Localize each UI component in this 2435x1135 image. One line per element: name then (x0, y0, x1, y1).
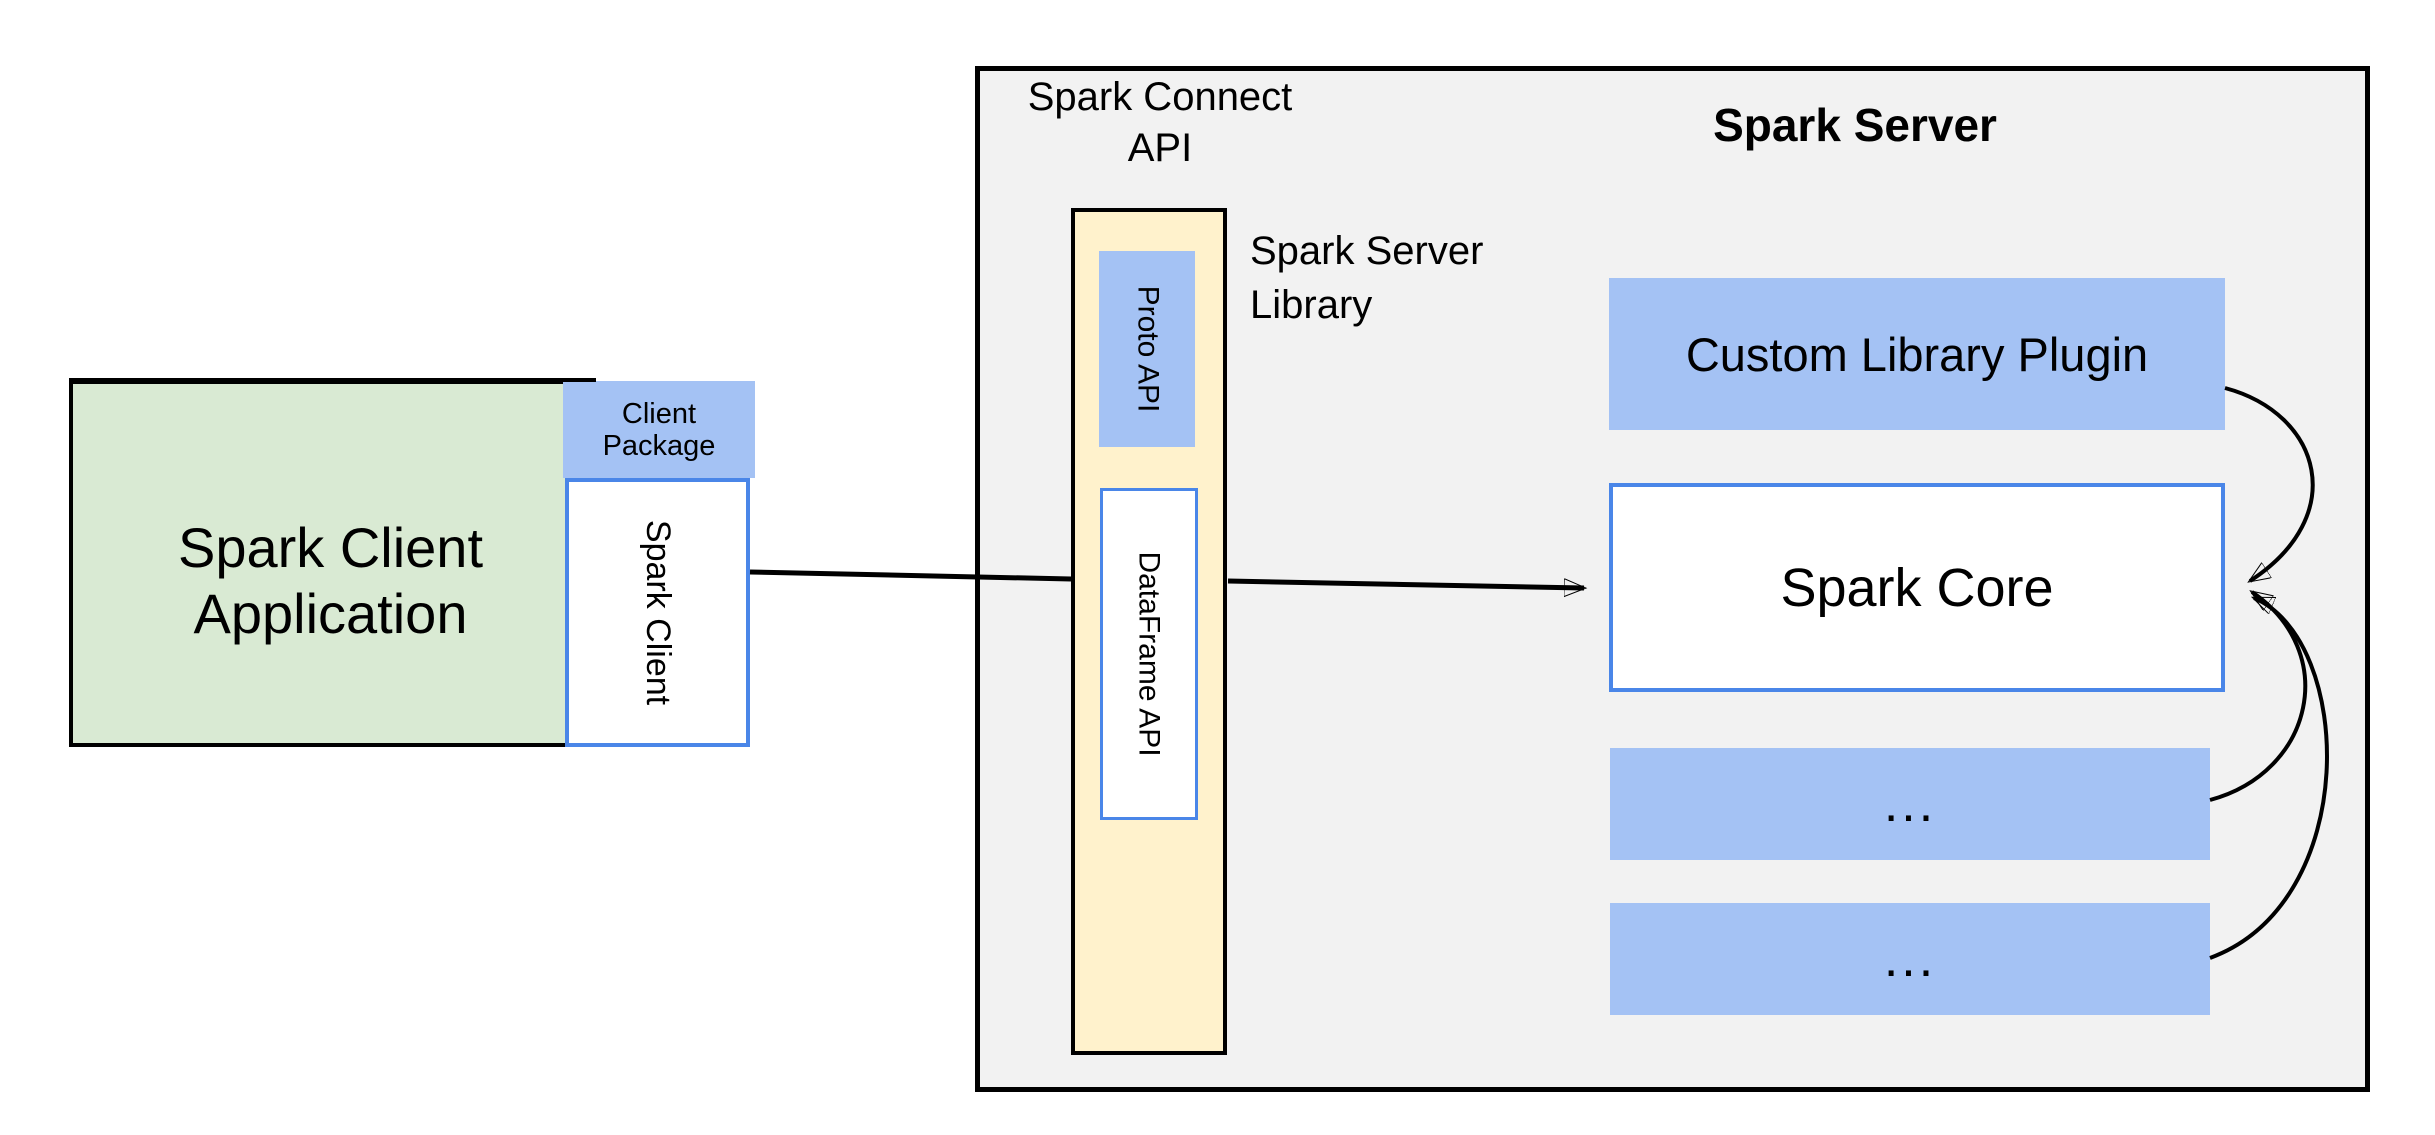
spark-server-library-label: Spark Server Library (1250, 229, 1484, 327)
proto-api-box-label: Proto API (1131, 285, 1164, 413)
spark-connect-api-label: Spark Connect API (1027, 75, 1293, 170)
spark-client-box-label: Spark Client (639, 519, 678, 706)
spark-server-title: Spark Server (1713, 99, 1997, 151)
custom-library-plugin-box: Custom Library Plugin (1609, 278, 2225, 430)
proto-api-box: Proto API (1099, 251, 1195, 447)
dataframe-api-box: DataFrame API (1100, 488, 1198, 820)
spark-core-box: Spark Core (1609, 483, 2225, 692)
module-placeholder-box-1: ... (1610, 748, 2210, 860)
dataframe-api-box-label: DataFrame API (1133, 551, 1167, 757)
client-package-box: Client Package (563, 381, 755, 478)
spark-client-application-box: Spark Client Application (69, 380, 566, 747)
spark-client-box: Spark Client (565, 478, 750, 747)
module-placeholder-box-2: ... (1610, 903, 2210, 1015)
client-application-top-border-line (69, 378, 596, 382)
